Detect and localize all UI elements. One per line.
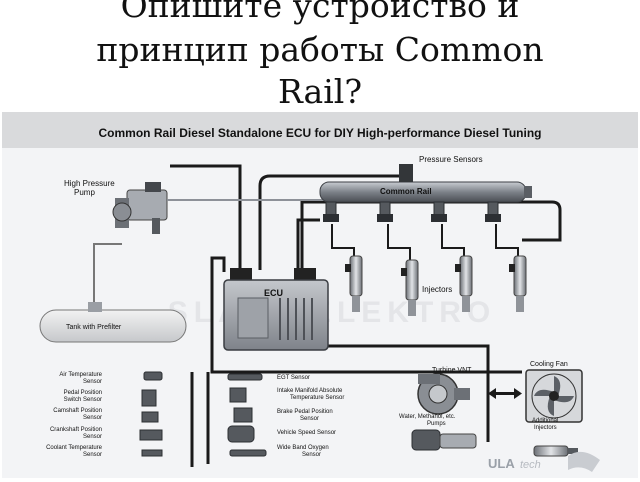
mid-sensor-5-line-1: Wide Band Oxygen	[277, 445, 329, 451]
mid-sensor-2-line-1: Intake Manifold Absolute	[277, 388, 343, 394]
fuel-tank	[39, 243, 187, 343]
mid-sensor-2-line-2: Temperature Sensor	[290, 395, 344, 401]
title-line-2: принцип работы Common	[96, 30, 544, 69]
wire-ecu-to-injector-bank	[300, 200, 562, 270]
title-line-1: Опишите устройство и	[120, 0, 520, 25]
slide-title: Опишите устройство и принцип работы Comm…	[0, 0, 640, 112]
pumps-label-line-1: Water, Methanol, etc.	[399, 414, 456, 420]
additional-injectors-line-1: Additional	[532, 418, 558, 424]
pumps-label-line-2: Pumps	[427, 421, 446, 427]
left-sensor-5-line-1: Coolant Temperature	[46, 445, 103, 451]
wiring-harness	[170, 164, 562, 467]
mid-sensor-3-line-2: Sensor	[300, 416, 319, 422]
high-pressure-pump	[112, 182, 332, 234]
pressure-sensor-icon	[399, 164, 413, 182]
left-sensor-4-line-1: Crankshaft Position	[50, 427, 102, 433]
water-methanol-pump	[411, 429, 477, 451]
tank-label: Tank with Prefilter	[66, 324, 122, 331]
wire-ecu-to-pump	[170, 164, 242, 270]
common-rail	[319, 164, 532, 222]
diagram-heading-bar	[2, 112, 638, 148]
mid-sensor-1-line-1: EGT Sensor	[277, 375, 310, 381]
left-sensor-2-line-1: Pedal Position	[64, 390, 102, 396]
left-sensor-4-line-2: Sensor	[83, 434, 102, 440]
title-line-3: Rail?	[277, 72, 363, 111]
wire-ecu-to-pressure-sensor	[258, 170, 409, 270]
logo-eagle-icon	[568, 451, 600, 472]
common-rail-label: Common Rail	[380, 187, 432, 196]
logo-suffix: tech	[520, 459, 541, 471]
left-sensor-3-line-1: Camshaft Position	[53, 408, 102, 414]
ecu-label: ECU	[264, 288, 283, 298]
mid-sensor-4-line-1: Vehicle Speed Sensor	[277, 430, 336, 436]
injectors-label: Injectors	[422, 285, 452, 294]
wire-ecu-to-rail	[296, 218, 320, 270]
mid-sensor-3-line-1: Brake Pedal Position	[277, 409, 333, 415]
cooling-fan	[525, 369, 583, 423]
connection-arrow-icon	[488, 388, 522, 399]
additional-injectors	[533, 445, 578, 457]
pump-label-line-2: Pump	[74, 188, 95, 197]
ecu-unit	[223, 268, 329, 351]
wire-ecu-to-pumps	[328, 344, 490, 442]
left-sensor-2-line-2: Switch Sensor	[64, 397, 102, 403]
left-sensor-5-line-2: Sensor	[83, 452, 102, 458]
watermark: SLAVA-ELEKTRO	[168, 296, 497, 329]
additional-injectors-line-2: Injectors	[534, 425, 557, 431]
left-sensor-1-line-2: Sensor	[83, 379, 102, 385]
mid-sensor-5-line-2: Sensor	[302, 452, 321, 458]
injector-wires	[331, 224, 519, 262]
mid-sensor-icons	[227, 373, 267, 457]
left-sensor-1-line-1: Air Temperature	[59, 372, 102, 378]
logo-text: ULA	[488, 456, 515, 471]
common-rail-diagram: Common Rail Diesel Standalone ECU for DI…	[2, 112, 638, 478]
injector-set	[345, 255, 527, 316]
left-sensor-3-line-2: Sensor	[83, 415, 102, 421]
turbine-vnt	[417, 373, 470, 415]
wire-ecu-to-turbine	[210, 256, 522, 374]
turbine-label: Turbine VNT	[432, 367, 472, 374]
diagram-svg: Common Rail Diesel Standalone ECU for DI…	[2, 112, 638, 478]
ula-tech-logo: ULA tech	[488, 451, 600, 472]
pump-label-line-1: High Pressure	[64, 179, 115, 188]
diagram-heading: Common Rail Diesel Standalone ECU for DI…	[99, 126, 542, 140]
cooling-fan-label: Cooling Fan	[530, 361, 568, 368]
left-sensor-icons	[139, 371, 163, 457]
pressure-sensors-label: Pressure Sensors	[419, 155, 483, 164]
